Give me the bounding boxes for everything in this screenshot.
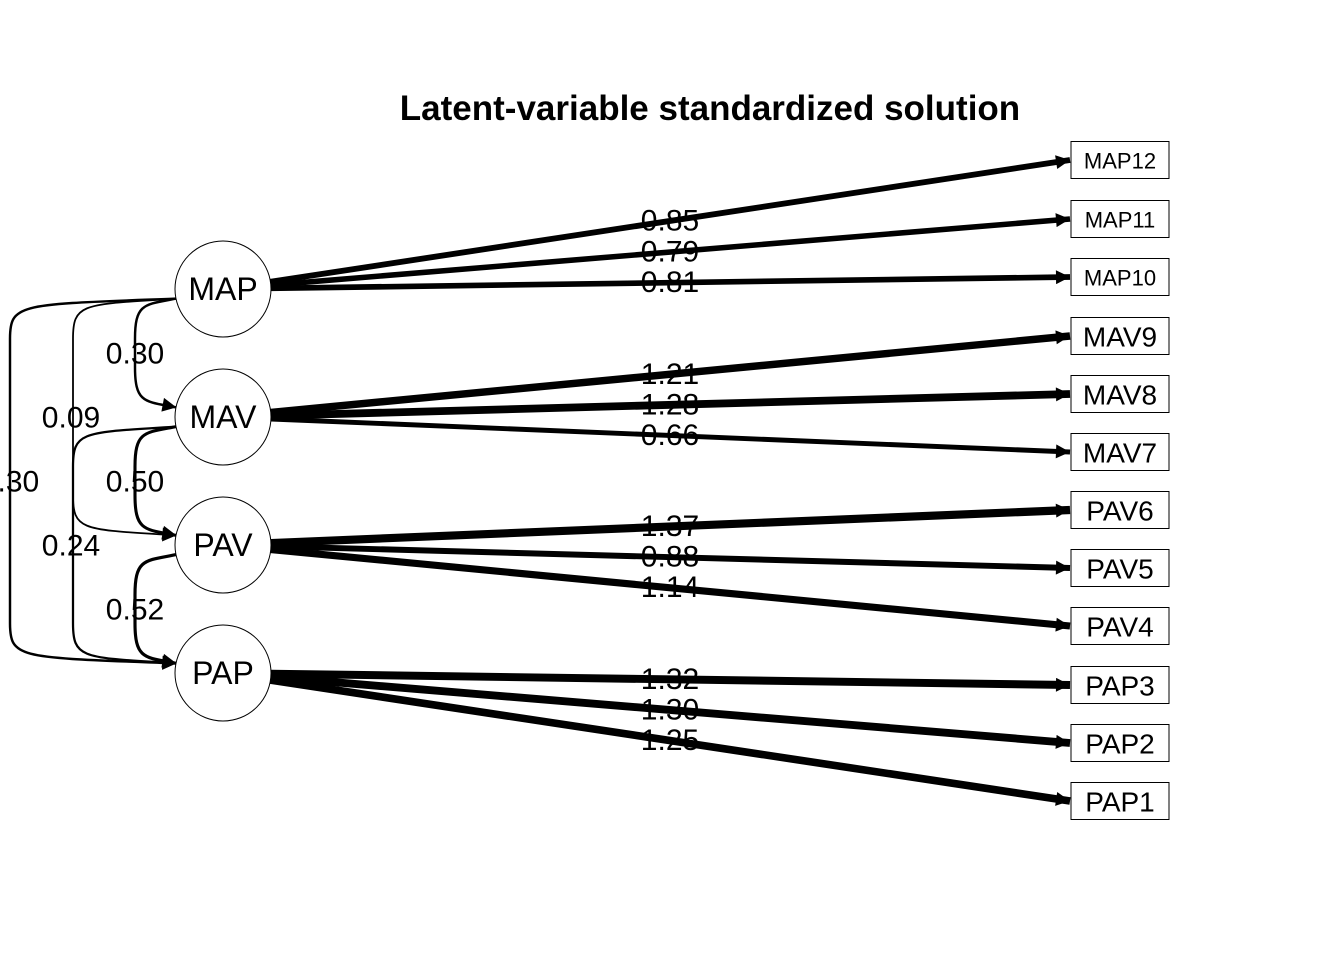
covariance-label-map-pap: 0.30	[0, 466, 39, 499]
covariance-map-pav	[72, 290, 191, 542]
indicator-node-pav5: PAV5	[1070, 549, 1170, 587]
latent-circle-mav	[174, 368, 272, 466]
latent-node-mav: MAV	[174, 368, 272, 466]
covariance-label-mav-pav: 0.50	[106, 466, 164, 499]
indicator-box-map11	[1070, 200, 1170, 238]
indicator-box-pav4	[1070, 607, 1170, 645]
loading-label-map12: 0.85	[641, 204, 699, 237]
latent-circle-pav	[174, 496, 272, 594]
loading-path-map10	[270, 270, 1071, 292]
indicator-node-pav6: PAV6	[1070, 491, 1170, 529]
indicator-label-map12: MAP12	[1084, 149, 1156, 174]
latent-label-pav: PAV	[193, 527, 253, 563]
loading-label-pap1: 1.25	[641, 724, 699, 757]
indicator-label-pap2: PAP2	[1085, 729, 1155, 760]
latent-node-pav: PAV	[174, 496, 272, 594]
indicator-node-mav9: MAV9	[1070, 317, 1170, 355]
covariance-label-map-mav: 0.30	[106, 338, 164, 371]
indicator-label-pap3: PAP3	[1085, 671, 1155, 702]
latent-label-pap: PAP	[192, 655, 254, 691]
indicator-node-pap3: PAP3	[1070, 666, 1170, 704]
loading-label-mav8: 1.28	[641, 388, 699, 421]
loading-path-pav5	[270, 543, 1071, 575]
indicator-node-pap1: PAP1	[1070, 782, 1170, 820]
covariance-map-mav	[133, 289, 192, 412]
indicator-label-mav9: MAV9	[1083, 322, 1157, 353]
loading-path-pav6	[270, 503, 1071, 548]
diagram-title: Latent-variable standardized solution	[400, 89, 1020, 128]
loading-path-pap2	[270, 673, 1071, 749]
loading-label-pap3: 1.32	[641, 663, 699, 696]
loading-path-map11	[270, 213, 1071, 288]
indicator-box-mav8	[1070, 375, 1170, 413]
indicator-node-mav8: MAV8	[1070, 375, 1170, 413]
indicator-box-mav9	[1070, 317, 1170, 355]
latent-label-map: MAP	[188, 271, 257, 307]
indicator-node-mav7: MAV7	[1070, 433, 1170, 471]
indicator-node-map10: MAP10	[1070, 258, 1170, 296]
latent-circle-pap	[174, 624, 272, 722]
loading-path-pap3	[270, 669, 1071, 692]
indicator-box-pav5	[1070, 549, 1170, 587]
indicator-box-pap2	[1070, 724, 1170, 762]
indicator-node-map12: MAP12	[1070, 141, 1170, 179]
indicator-box-mav7	[1070, 433, 1170, 471]
loading-label-mav9: 1.21	[641, 358, 699, 391]
loading-label-map11: 0.79	[641, 236, 699, 269]
covariance-pav-pap	[133, 545, 192, 668]
covariance-mav-pap	[71, 418, 191, 670]
covariance-label-pav-pap: 0.52	[106, 594, 164, 627]
indicator-label-pav4: PAV4	[1086, 612, 1153, 643]
covariance-layer: 0.300.500.520.090.240.30	[0, 289, 192, 670]
loading-label-pav5: 0.88	[641, 541, 699, 574]
indicator-box-pap1	[1070, 782, 1170, 820]
latent-label-mav: MAV	[190, 399, 258, 435]
indicator-label-pap1: PAP1	[1085, 787, 1155, 818]
loading-label-map10: 0.81	[641, 266, 699, 299]
indicator-node-pap2: PAP2	[1070, 724, 1170, 762]
loading-path-mav8	[270, 387, 1071, 420]
loading-path-map12	[270, 155, 1071, 285]
indicator-node-map11: MAP11	[1070, 200, 1170, 238]
loading-path-mav7	[270, 416, 1071, 459]
indicator-label-map11: MAP11	[1085, 208, 1156, 233]
covariance-label-map-pav: 0.09	[42, 402, 100, 435]
node-layer: MAP MAV PAV PAP MAP12MAP11MAP10MAV9MAV8MAV7P…	[174, 141, 1170, 820]
latent-circle-map	[174, 240, 272, 338]
loading-path-mav9	[270, 330, 1071, 417]
covariance-map-pap	[8, 291, 191, 670]
loading-path-pav4	[270, 546, 1071, 632]
indicator-label-mav8: MAV8	[1083, 380, 1157, 411]
loading-label-pav6: 1.37	[641, 510, 699, 543]
loading-path-pap1	[269, 676, 1071, 806]
loading-layer: 0.850.790.81 1.211.280.66 1.370.881.14 1.32…	[269, 155, 1071, 806]
covariance-label-mav-pap: 0.24	[42, 530, 100, 563]
indicator-label-mav7: MAV7	[1083, 438, 1157, 469]
loading-label-pap2: 1.30	[641, 693, 699, 726]
indicator-node-pav4: PAV4	[1070, 607, 1170, 645]
indicator-box-pap3	[1070, 666, 1170, 704]
latent-node-pap: PAP	[174, 624, 272, 722]
loading-label-pav4: 1.14	[641, 571, 699, 604]
loading-label-mav7: 0.66	[641, 419, 699, 452]
indicator-box-map10	[1070, 258, 1170, 296]
indicator-label-pav5: PAV5	[1086, 554, 1153, 585]
covariance-mav-pav	[133, 417, 192, 540]
indicator-label-pav6: PAV6	[1086, 496, 1153, 527]
latent-node-map: MAP	[174, 240, 272, 338]
indicator-label-map10: MAP10	[1084, 266, 1156, 291]
indicator-box-map12	[1070, 141, 1170, 179]
indicator-box-pav6	[1070, 491, 1170, 529]
